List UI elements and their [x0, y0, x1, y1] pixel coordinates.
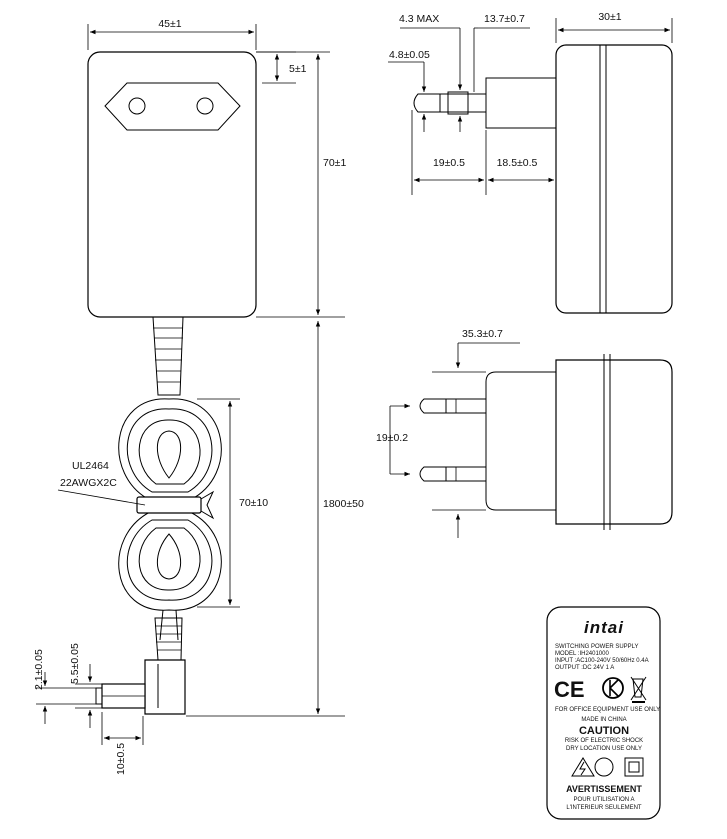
cable-spec-line2: 22AWGX2C [60, 477, 117, 489]
plug-inner-dim-label: 2.1±0.05 [33, 649, 45, 690]
collar-dim-label: 18.5±0.5 [497, 157, 538, 169]
coil-height-dim-label: 70±10 [239, 497, 268, 509]
side-view: 30±1 4.3 MAX 13.7±0.7 4.8±0.05 19±0.5 18… [388, 11, 673, 314]
pin-max-dim-label: 4.3 MAX [399, 13, 439, 25]
rating-label-border [546, 606, 661, 820]
indoor-use-icon [594, 757, 614, 777]
coil-lower-inner [138, 527, 201, 591]
label-warning-title: AVERTISSEMENT [566, 784, 642, 794]
coil-lower-outer [118, 511, 222, 611]
pin-tip-side [413, 93, 440, 113]
label-caution-line2: DRY LOCATION USE ONLY [566, 746, 642, 752]
cable-tie [136, 496, 202, 514]
cable-length-dim-label: 1800±50 [323, 498, 364, 510]
ce-mark: CE [554, 677, 585, 702]
label-product: SWITCHING POWER SUPPLY [555, 644, 639, 650]
weee-bin-icon [630, 676, 647, 703]
label-caution-title: CAUTION [579, 725, 629, 737]
pin-length-dim-label: 19±0.5 [433, 157, 465, 169]
pin-upper [445, 398, 487, 414]
adapter-body-bottom [555, 359, 673, 525]
coil-lower-mid [126, 519, 213, 601]
pin-hole-left [128, 97, 146, 115]
socket-plate [104, 82, 241, 131]
dc-plug-body [144, 659, 186, 715]
adapter-body-side [555, 44, 673, 314]
pin-side [439, 93, 487, 113]
label-warning-line2: L'INTERIEUR SEULEMENT [566, 805, 641, 811]
pin-spacing-dim-label: 19±0.2 [376, 432, 408, 444]
double-insulation-icon [624, 757, 644, 777]
plug-length-dim-label: 10±0.5 [115, 743, 127, 775]
plug-outer-dim-label: 5.5±0.05 [69, 643, 81, 684]
coil-upper-mid [126, 408, 213, 493]
coil-upper-inner [138, 419, 201, 485]
label-made-in: MADE IN CHINA [581, 717, 626, 723]
coil-upper-outer [118, 398, 222, 501]
cable-spec-line1: UL2464 [72, 460, 109, 472]
label-caution-line1: RISK OF ELECTRIC SHOCK [565, 738, 643, 744]
safety-mark-icon [602, 677, 624, 699]
label-office-use: FOR OFFICE EQUIPMENT USE ONLY [555, 707, 660, 713]
label-output: OUTPUT :DC 24V 1 A [555, 665, 614, 671]
label-warning-line1: POUR UTILISATION A [574, 797, 635, 803]
depth-dim-label: 30±1 [598, 11, 621, 23]
label-brand: intai [584, 618, 624, 637]
coil-upper-teardrop [156, 430, 182, 479]
rating-label: intai SWITCHING POWER SUPPLY MODEL :IH24… [546, 606, 661, 820]
pin-to-edge-dim-label: 13.7±0.7 [484, 13, 525, 25]
front-view: 45±1 5±1 70±1 [87, 18, 346, 318]
label-input: INPUT :AC100-240V 50/60Hz 0.4A [555, 658, 649, 664]
coil-lower-teardrop [156, 533, 182, 580]
height-dim-label: 70±1 [323, 157, 346, 169]
collar-bottom [485, 371, 556, 511]
collar-side [485, 77, 556, 129]
top-offset-dim-label: 5±1 [289, 63, 307, 75]
pin-hole-right [196, 97, 214, 115]
cable-assembly: UL2464 22AWGX2C 70±10 1800±50 2.1±0.05 5… [33, 316, 364, 775]
strain-relief [152, 316, 184, 396]
warning-triangle-icon [571, 757, 595, 777]
width-dim-label: 45±1 [158, 18, 181, 30]
cable-lead [159, 609, 179, 641]
adapter-body-front [87, 51, 257, 318]
pin-lower [445, 466, 487, 482]
offset-dim-label: 35.3±0.7 [462, 328, 503, 340]
bottom-view: 35.3±0.7 19±0.2 [376, 328, 673, 538]
pin-dia-dim-label: 4.8±0.05 [389, 49, 430, 61]
label-model: MODEL :IH2401000 [555, 651, 609, 657]
